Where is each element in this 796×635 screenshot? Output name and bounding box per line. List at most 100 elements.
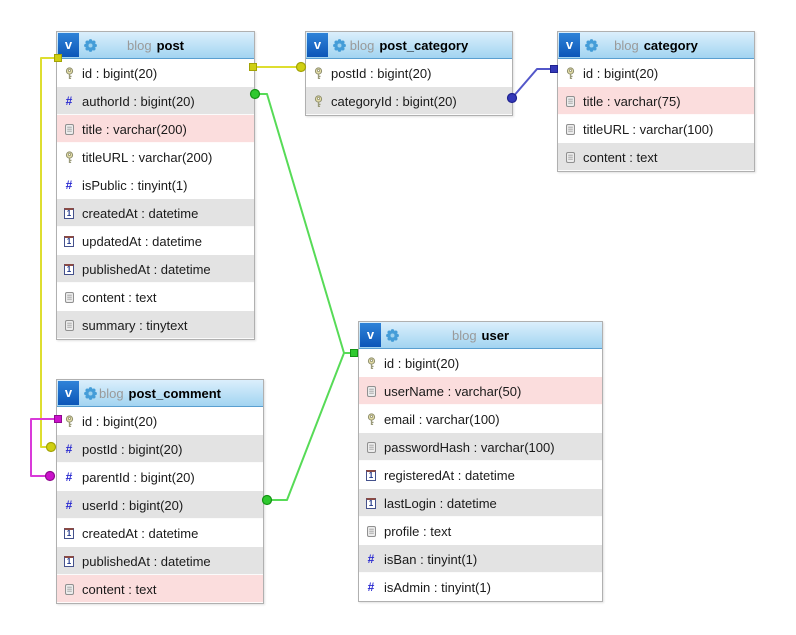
key-icon bbox=[312, 66, 324, 80]
column-row-post-id[interactable]: id : bigint(20) bbox=[57, 59, 254, 87]
separator: : bbox=[454, 467, 465, 483]
table-options-gear-icon[interactable] bbox=[83, 38, 98, 53]
table-options-gear-icon[interactable] bbox=[584, 38, 599, 53]
text-icon bbox=[365, 525, 377, 537]
column-name: userId bbox=[82, 497, 119, 513]
structure-view-v-icon[interactable]: v bbox=[58, 33, 79, 57]
text-icon bbox=[63, 319, 75, 331]
text-icon bbox=[63, 583, 75, 595]
structure-view-v-icon[interactable]: v bbox=[58, 381, 79, 405]
schema-name: blog bbox=[349, 37, 375, 53]
separator: : bbox=[628, 121, 640, 137]
column-row-post-updatedAt[interactable]: 1 updatedAt : datetime bbox=[57, 227, 254, 255]
key-icon bbox=[63, 150, 75, 164]
column-type: tinyint(1) bbox=[441, 579, 491, 595]
column-row-user-id[interactable]: id : bigint(20) bbox=[359, 349, 602, 377]
column-type: bigint(20) bbox=[603, 65, 659, 81]
column-list: id : bigint(20) title : varchar(75) titl… bbox=[558, 59, 754, 171]
column-type: text bbox=[636, 149, 658, 165]
separator: : bbox=[593, 65, 604, 81]
column-name: id bbox=[384, 355, 395, 371]
text-icon bbox=[63, 291, 75, 303]
structure-view-v-icon[interactable]: v bbox=[559, 33, 580, 57]
column-row-post-publishedAt[interactable]: 1 publishedAt : datetime bbox=[57, 255, 254, 283]
schema-name: blog bbox=[98, 385, 124, 401]
text-icon bbox=[63, 123, 75, 135]
column-row-post_comment-id[interactable]: id : bigint(20) bbox=[57, 407, 263, 435]
column-name: postId bbox=[331, 65, 367, 81]
column-row-post_comment-createdAt[interactable]: 1 createdAt : datetime bbox=[57, 519, 263, 547]
column-label: summary : tinytext bbox=[82, 318, 187, 333]
column-label: publishedAt : datetime bbox=[82, 554, 211, 569]
column-row-category-content[interactable]: content : text bbox=[558, 143, 754, 171]
column-label: isBan : tinyint(1) bbox=[384, 552, 477, 567]
column-row-post_comment-parentId[interactable]: # parentId : bigint(20) bbox=[57, 463, 263, 491]
column-type: datetime bbox=[152, 233, 202, 249]
column-row-post_category-postId[interactable]: postId : bigint(20) bbox=[306, 59, 512, 87]
table-options-gear-icon[interactable] bbox=[332, 38, 347, 53]
structure-view-v-icon[interactable]: v bbox=[360, 323, 381, 347]
column-row-user-email[interactable]: email : varchar(100) bbox=[359, 405, 602, 433]
column-row-category-id[interactable]: id : bigint(20) bbox=[558, 59, 754, 87]
hash-icon: # bbox=[65, 178, 73, 192]
column-row-category-titleURL[interactable]: titleURL : varchar(100) bbox=[558, 115, 754, 143]
column-row-user-passwordHash[interactable]: passwordHash : varchar(100) bbox=[359, 433, 602, 461]
schema-name: blog bbox=[126, 37, 152, 53]
table-options-gear-icon[interactable] bbox=[83, 386, 98, 401]
hash-icon: # bbox=[65, 94, 73, 108]
column-label: id : bigint(20) bbox=[82, 414, 157, 429]
structure-view-v-icon[interactable]: v bbox=[307, 33, 328, 57]
hash-icon: # bbox=[367, 552, 375, 566]
column-row-user-isAdmin[interactable]: # isAdmin : tinyint(1) bbox=[359, 573, 602, 601]
column-row-post_comment-content[interactable]: content : text bbox=[57, 575, 263, 603]
column-row-user-lastLogin[interactable]: 1 lastLogin : datetime bbox=[359, 489, 602, 517]
column-name: id bbox=[82, 65, 93, 81]
column-type: varchar(200) bbox=[138, 149, 213, 165]
column-row-post_comment-publishedAt[interactable]: 1 publishedAt : datetime bbox=[57, 547, 263, 575]
separator: : bbox=[137, 205, 149, 221]
separator: : bbox=[124, 581, 136, 597]
column-row-post-content[interactable]: content : text bbox=[57, 283, 254, 311]
column-row-user-profile[interactable]: profile : text bbox=[359, 517, 602, 545]
separator: : bbox=[415, 411, 426, 427]
column-type: tinyint(1) bbox=[137, 177, 188, 193]
schema-name: blog bbox=[614, 37, 639, 53]
column-name: passwordHash bbox=[384, 439, 470, 455]
column-row-post-isPublic[interactable]: # isPublic : tinyint(1) bbox=[57, 171, 254, 199]
column-row-post-summary[interactable]: summary : tinytext bbox=[57, 311, 254, 339]
separator: : bbox=[102, 121, 114, 137]
column-row-post_category-categoryId[interactable]: categoryId : bigint(20) bbox=[306, 87, 512, 115]
separator: : bbox=[366, 65, 378, 81]
column-row-post-authorId[interactable]: # authorId : bigint(20) bbox=[57, 87, 254, 115]
column-type: bigint(20) bbox=[404, 355, 460, 371]
column-row-post_comment-postId[interactable]: # postId : bigint(20) bbox=[57, 435, 263, 463]
column-row-category-title[interactable]: title : varchar(75) bbox=[558, 87, 754, 115]
relation-post_category.categoryId-to-category.id bbox=[506, 65, 558, 104]
column-label: authorId : bigint(20) bbox=[82, 94, 195, 109]
column-row-post_comment-userId[interactable]: # userId : bigint(20) bbox=[57, 491, 263, 519]
key-icon bbox=[564, 66, 576, 80]
column-row-post-titleURL[interactable]: titleURL : varchar(200) bbox=[57, 143, 254, 171]
column-label: title : varchar(75) bbox=[583, 94, 681, 109]
column-label: content : text bbox=[583, 150, 657, 165]
column-name: content bbox=[583, 149, 626, 165]
column-row-user-userName[interactable]: userName : varchar(50) bbox=[359, 377, 602, 405]
column-row-user-isBan[interactable]: # isBan : tinyint(1) bbox=[359, 545, 602, 573]
column-row-post-title[interactable]: title : varchar(200) bbox=[57, 115, 254, 143]
column-row-post-createdAt[interactable]: 1 createdAt : datetime bbox=[57, 199, 254, 227]
separator: : bbox=[124, 289, 136, 305]
table-options-gear-icon[interactable] bbox=[385, 328, 400, 343]
column-label: userName : varchar(50) bbox=[384, 384, 521, 399]
calendar-icon: 1 bbox=[365, 497, 377, 509]
column-row-user-registeredAt[interactable]: 1 registeredAt : datetime bbox=[359, 461, 602, 489]
